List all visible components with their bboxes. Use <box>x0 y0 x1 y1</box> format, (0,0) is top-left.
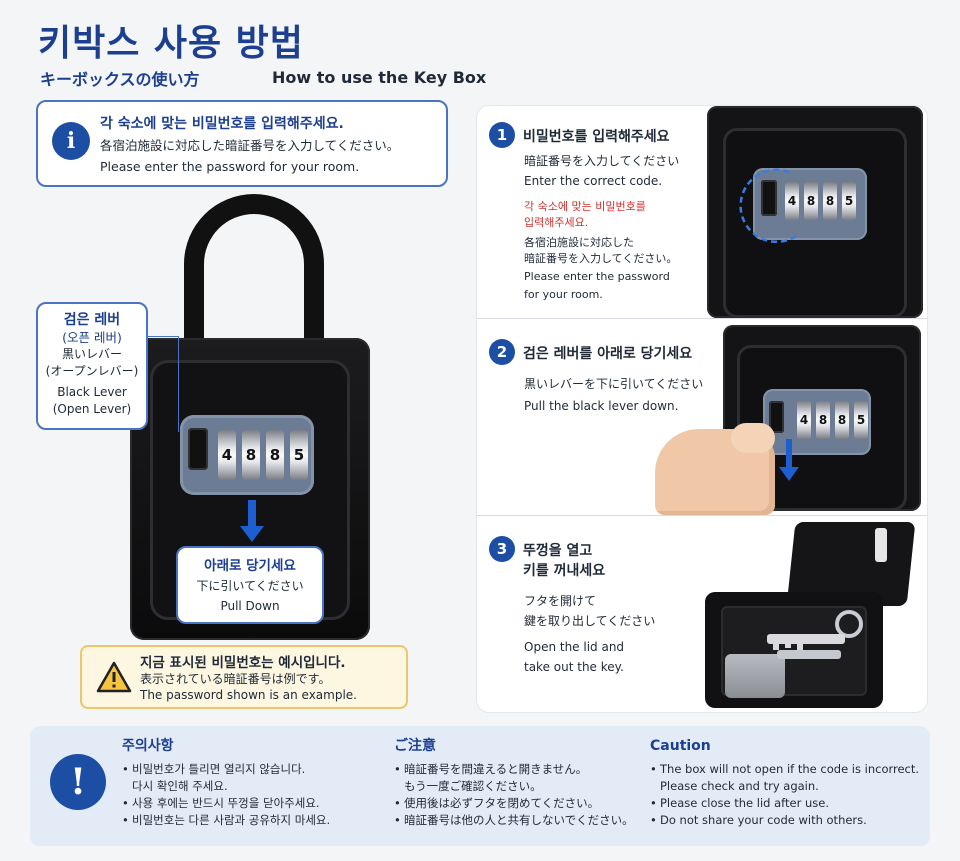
caution-item: The box will not open if the code is inc… <box>650 761 919 778</box>
step-divider <box>477 318 927 319</box>
lever-callout-en: (Open Lever) <box>52 402 132 416</box>
info-icon: i <box>52 122 90 160</box>
step-ja: 暗証番号を入力してください <box>524 154 680 168</box>
caution-item: Do not share your code with others. <box>650 812 919 829</box>
step-title: 비밀번호를 입력해주세요 <box>523 129 670 145</box>
step-note-ko: 입력해주세요. <box>524 216 589 229</box>
dial-wheel: 8 <box>823 182 837 220</box>
caution-item: 暗証番号は他の人と共有しないでください。 <box>394 812 634 829</box>
lever-callout-ja: (オープンレバー) <box>45 364 139 378</box>
steps-panel: 1 비밀번호를 입력해주세요 暗証番号を入力してください Enter the c… <box>477 106 927 712</box>
pull-down-ja: 下に引いてください <box>196 579 304 593</box>
step-1-image: 4 8 8 5 <box>707 106 923 318</box>
pull-down-callout: 아래로 당기세요 下に引いてください Pull Down <box>176 546 324 624</box>
step-title: 키를 꺼내세요 <box>523 563 606 579</box>
step-3: 3 뚜껑을 열고 키를 꺼내세요 フタを開けて 鍵を取り出してください Open… <box>477 516 927 712</box>
warning-triangle-icon <box>96 661 132 693</box>
step-ja: フタを開けて <box>524 594 597 608</box>
step-note-ja: 各宿泊施設に対応した <box>524 236 634 249</box>
step-title: 뚜껑을 열고 <box>523 543 593 559</box>
caution-title-en: Caution <box>650 738 711 754</box>
step-number-badge: 1 <box>489 122 515 148</box>
info-line-ja: 各宿泊施設に対応した暗証番号を入力してください。 <box>100 138 400 153</box>
step-en: Pull the black lever down. <box>524 399 679 413</box>
caution-title-ko: 주의사항 <box>122 738 174 754</box>
lid-hinge <box>875 528 887 562</box>
dial-wheel: 5 <box>290 430 308 480</box>
metal-shackle <box>725 654 785 698</box>
thumb-image <box>731 423 775 453</box>
pull-down-arrow-icon <box>240 500 264 542</box>
caution-title-ja: ご注意 <box>394 738 436 754</box>
caution-item: 비밀번호가 틀리면 열리지 않습니다. <box>122 761 330 778</box>
step-ja: 鍵を取り出してください <box>524 614 656 628</box>
example-warning: 지금 표시된 비밀번호는 예시입니다. 表示されている暗証番号は例です。 The… <box>80 645 408 709</box>
lever-callout: 검은 레버 (오픈 레버) 黒いレバー (オープンレバー) Black Leve… <box>36 302 148 430</box>
step-divider <box>477 515 927 516</box>
lever-callout-en: Black Lever <box>57 385 127 399</box>
lever-callout-subtitle: (오픈 레버) <box>62 330 122 345</box>
caution-item: 비밀번호는 다른 사람과 공유하지 마세요. <box>122 812 330 829</box>
step-en: Open the lid and <box>524 640 625 654</box>
dial-wheel: 8 <box>835 401 849 439</box>
dial-wheel: 8 <box>266 430 284 480</box>
info-line-ko: 각 숙소에 맞는 비밀번호를 입력해주세요. <box>100 116 344 132</box>
dial-wheel: 5 <box>842 182 856 220</box>
step-1: 1 비밀번호를 입력해주세요 暗証番号を入力してください Enter the c… <box>477 106 927 318</box>
warning-line-en: The password shown is an example. <box>140 688 357 702</box>
page-title-ja: キーボックスの使い方 <box>40 70 200 89</box>
caution-item: 사용 후에는 반드시 뚜껑을 닫아주세요. <box>122 795 330 812</box>
dial-wheel: 4 <box>218 430 236 480</box>
lever-callout-ja: 黒いレバー <box>61 347 122 361</box>
dial-wheel: 4 <box>797 401 811 439</box>
black-lever <box>188 428 208 470</box>
info-box: i 각 숙소에 맞는 비밀번호를 입력해주세요. 各宿泊施設に対応した暗証番号を… <box>36 100 448 187</box>
caution-column-en: Caution The box will not open if the cod… <box>650 738 919 829</box>
warning-line-ko: 지금 표시된 비밀번호는 예시입니다. <box>140 655 346 671</box>
caution-item-sub: もう一度ご確認ください。 <box>404 779 542 793</box>
pull-down-en: Pull Down <box>220 599 280 613</box>
step-title: 검은 레버를 아래로 당기세요 <box>523 346 693 362</box>
key-icon <box>767 610 863 659</box>
caution-item: 使用後は必ずフタを閉めてください。 <box>394 795 634 812</box>
info-line-en: Please enter the password for your room. <box>100 159 360 174</box>
step-number-badge: 2 <box>489 339 515 365</box>
pull-down-arrow-icon <box>779 439 799 481</box>
pull-down-title: 아래로 당기세요 <box>204 558 296 574</box>
step-2-image: 4 8 8 5 <box>723 325 921 511</box>
caution-item: Please close the lid after use. <box>650 795 919 812</box>
caution-section: ! 주의사항 비밀번호가 틀리면 열리지 않습니다. 다시 확인해 주세요. 사… <box>30 726 930 846</box>
caution-item-sub: 다시 확인해 주세요. <box>132 779 228 793</box>
step-ja: 黒いレバーを下に引いてください <box>524 377 704 391</box>
dial-wheel: 8 <box>816 401 830 439</box>
caution-item-sub: Please check and try again. <box>660 779 819 793</box>
exclamation-icon: ! <box>50 754 106 810</box>
page-title: 키박스 사용 방법 <box>38 23 304 64</box>
step-note-ja: 暗証番号を入力してください。 <box>524 252 678 265</box>
page-title-en: How to use the Key Box <box>272 68 487 87</box>
combination-dials: 4 8 8 5 <box>218 430 308 480</box>
step-en: Enter the correct code. <box>524 174 663 188</box>
lever-leader-line <box>146 336 178 337</box>
step-number-badge: 3 <box>489 536 515 562</box>
caution-column-ja: ご注意 暗証番号を間違えると開きません。 もう一度ご確認ください。 使用後は必ず… <box>394 738 634 829</box>
caution-column-ko: 주의사항 비밀번호가 틀리면 열리지 않습니다. 다시 확인해 주세요. 사용 … <box>122 738 330 829</box>
dial-wheel: 4 <box>785 182 799 220</box>
dial-wheel: 8 <box>804 182 818 220</box>
step-note-en: Please enter the password <box>524 270 670 283</box>
dial-wheel: 5 <box>854 401 868 439</box>
dial-wheel: 8 <box>242 430 260 480</box>
step-note-ko: 각 숙소에 맞는 비밀번호를 <box>524 200 646 213</box>
lever-callout-title: 검은 레버 <box>63 312 121 328</box>
step-3-image <box>699 522 923 712</box>
lever-leader-line <box>178 336 179 432</box>
caution-item: 暗証番号を間違えると開きません。 <box>394 761 634 778</box>
dashed-circle-highlight <box>739 168 800 244</box>
step-note-en: for your room. <box>524 288 603 301</box>
warning-line-ja: 表示されている暗証番号は例です。 <box>140 672 331 686</box>
step-2: 2 검은 레버를 아래로 당기세요 黒いレバーを下に引いてください Pull t… <box>477 319 927 515</box>
step-en: take out the key. <box>524 660 624 674</box>
